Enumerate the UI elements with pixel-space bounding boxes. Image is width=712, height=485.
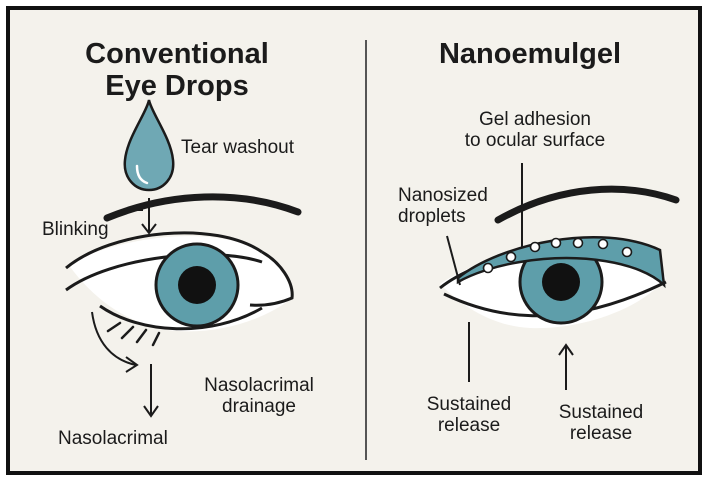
tear-washout-label: Tear washout (181, 137, 294, 158)
label-line: drainage (184, 396, 334, 417)
label-line: droplets (398, 206, 498, 227)
label-line: Gel adhesion (435, 109, 635, 130)
label-line: to ocular surface (435, 130, 635, 151)
label-line: Nanosized (398, 185, 498, 206)
arrow-icon (559, 345, 573, 390)
drop-icon (125, 100, 173, 190)
eye-icon (66, 233, 292, 332)
label-line: Sustained (546, 402, 656, 423)
label-line: release (546, 423, 656, 444)
eyebrow (107, 197, 298, 218)
title-line: Eye Drops (62, 70, 292, 102)
gel-adhesion-label: Gel adhesion to ocular surface (435, 109, 635, 152)
drainage-arrow-icon (92, 312, 158, 416)
label-line: Nasolacrimal (184, 375, 334, 396)
title-line: Conventional (62, 38, 292, 70)
right-panel-title: Nanoemulgel (420, 38, 640, 70)
nanosized-droplets-label: Nanosized droplets (398, 185, 498, 228)
blinking-label: Blinking (42, 219, 109, 240)
nasolacrimal-drainage-label: Nasolacrimal drainage (184, 375, 334, 418)
label-line: Sustained (414, 394, 524, 415)
sustained-release-right-label: Sustained release (546, 402, 656, 445)
label-line: release (414, 415, 524, 436)
sustained-release-left-label: Sustained release (414, 394, 524, 437)
left-panel-title: Conventional Eye Drops (62, 38, 292, 103)
eyebrow (498, 189, 676, 220)
nasolacrimal-label: Nasolacrimal (58, 428, 168, 449)
